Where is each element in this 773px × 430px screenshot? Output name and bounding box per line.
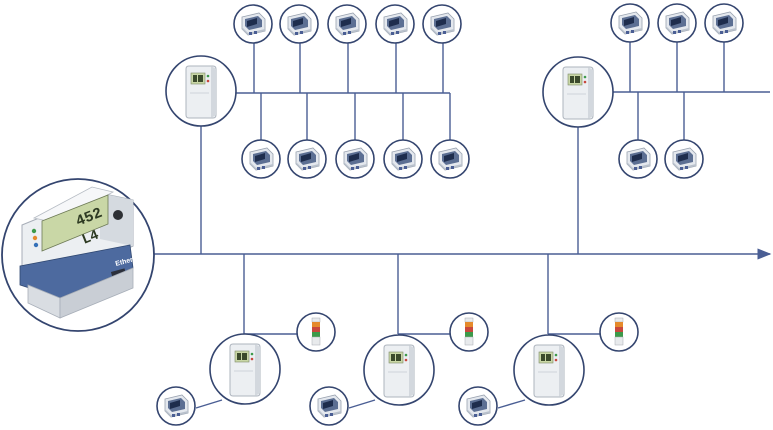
terminal-node <box>309 386 349 426</box>
terminal-node <box>618 139 658 179</box>
terminal-node <box>335 139 375 179</box>
signal-tower-node <box>296 312 336 352</box>
terminal-node <box>327 4 367 44</box>
sensor-node <box>209 333 281 405</box>
terminal-node <box>375 4 415 44</box>
terminal-node <box>704 3 744 43</box>
controller-node: 452 L4 Ethernet <box>1 178 155 332</box>
terminal-node <box>233 4 273 44</box>
terminal-node <box>383 139 423 179</box>
terminal-node <box>664 139 704 179</box>
led-blue-icon <box>33 242 39 248</box>
lower-group-3-terminal-link <box>497 399 526 409</box>
terminal-node <box>241 139 281 179</box>
signal-tower-node <box>599 312 639 352</box>
terminal-node <box>458 386 498 426</box>
sensor-node <box>542 56 614 128</box>
lower-group-1-terminal-link <box>195 399 223 409</box>
terminal-node <box>156 386 196 426</box>
control-knob-icon <box>113 210 123 220</box>
terminal-node <box>279 4 319 44</box>
lower-group-2-terminal-link <box>348 399 376 409</box>
terminal-node <box>430 139 470 179</box>
terminal-node <box>657 3 697 43</box>
connection-lines <box>150 42 772 409</box>
led-green-icon <box>31 228 37 234</box>
terminal-node <box>422 4 462 44</box>
terminal-node <box>610 3 650 43</box>
led-orange-icon <box>32 235 38 241</box>
controller-display-bottom: L4 <box>80 228 102 249</box>
signal-tower-node <box>449 312 489 352</box>
sensor-node <box>363 334 435 406</box>
terminal-node <box>287 139 327 179</box>
sensor-node <box>513 334 585 406</box>
sensor-node <box>165 55 237 127</box>
